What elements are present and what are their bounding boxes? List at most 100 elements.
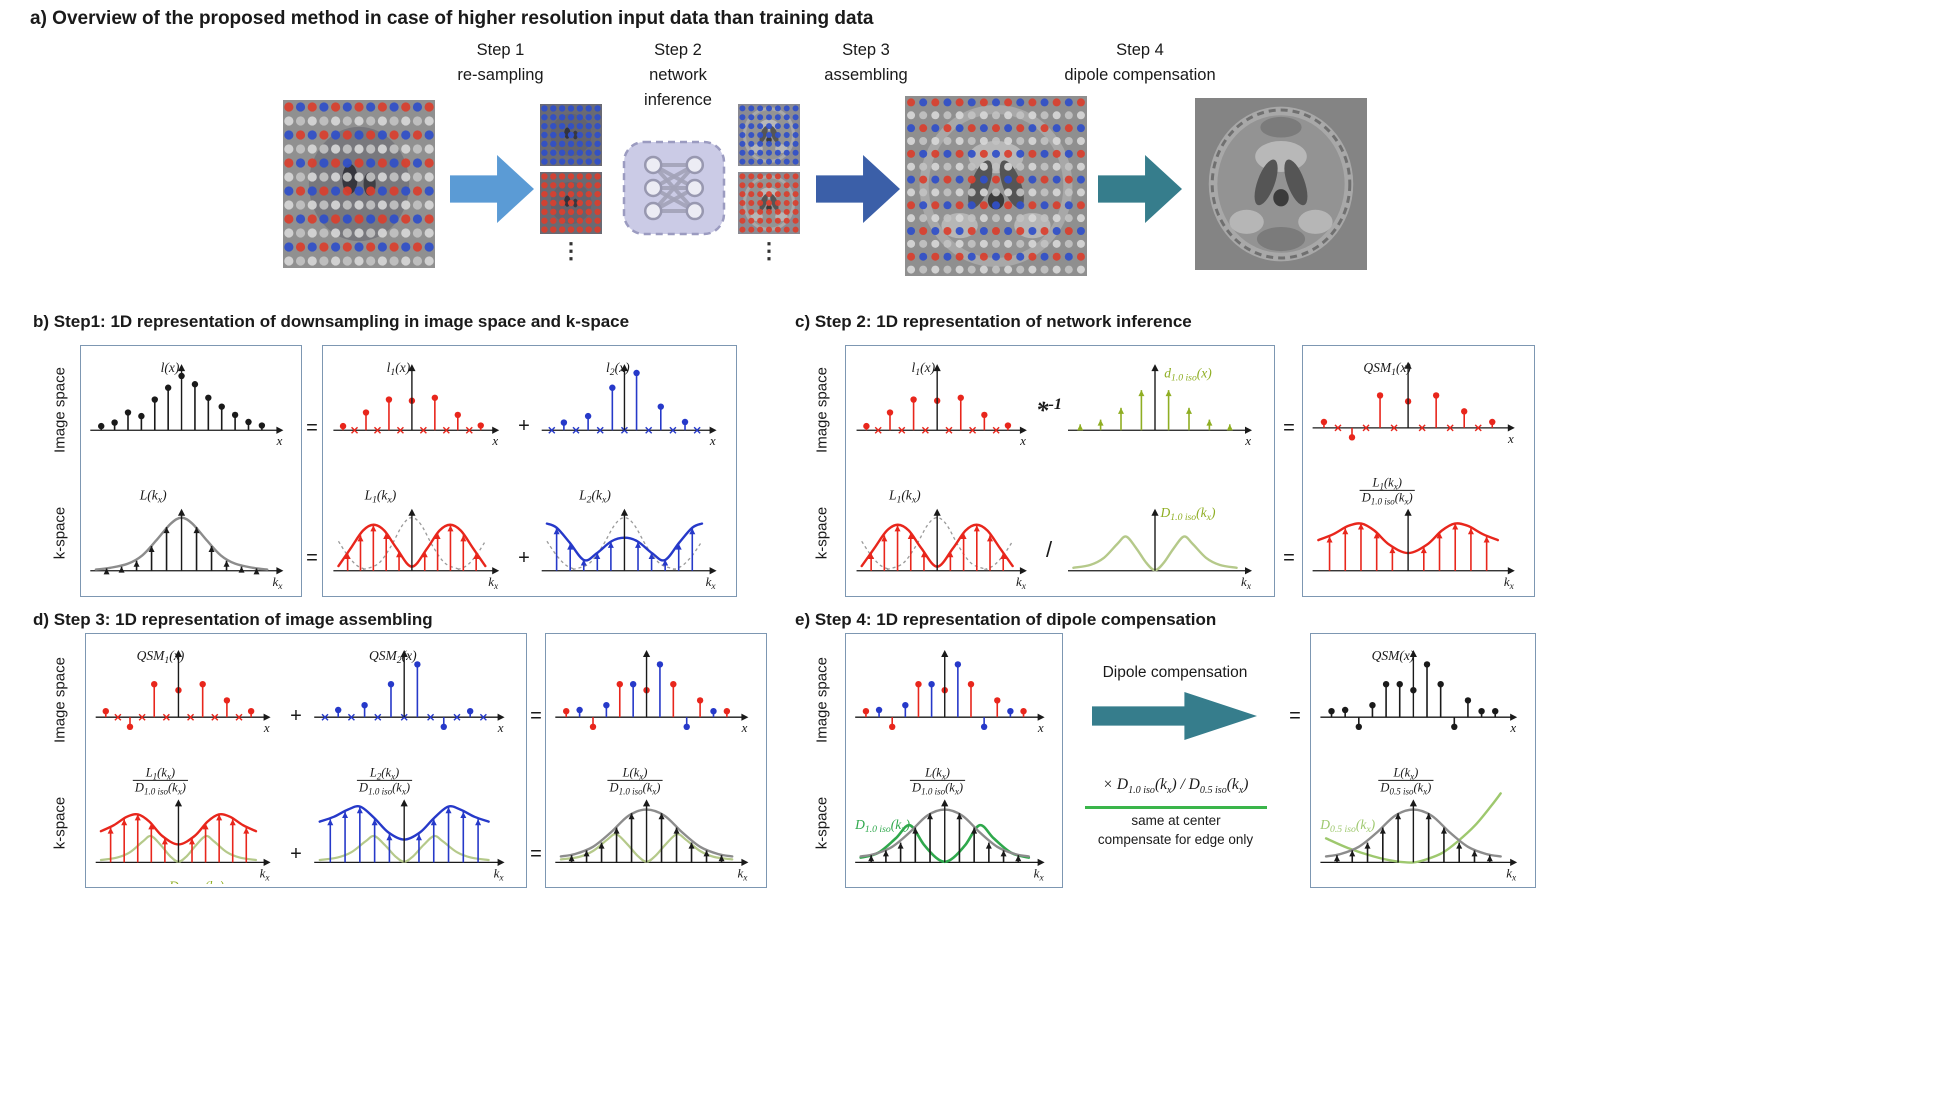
panel-b-left-box [80, 345, 302, 597]
d-equals-bottom: = [530, 843, 542, 865]
b-plus-bottom: + [518, 547, 530, 569]
dipole-compensation-arrow [1092, 692, 1257, 740]
step2-label: Step 2 network inference [608, 38, 748, 113]
panel-e-left-box [845, 633, 1063, 888]
panel-e-kspace-label: k-space [813, 796, 831, 850]
patch-output-red-image [738, 172, 800, 234]
panel-b-image-space-label: Image space [51, 367, 69, 453]
svg-text:D1.0 iso(kx): D1.0 iso(kx) [358, 780, 410, 796]
svg-text:D1.0 iso(kx): D1.0 iso(kx) [854, 817, 910, 835]
panel-d-title: d) Step 3: 1D representation of image as… [33, 610, 433, 629]
panel-d-left-box [85, 633, 527, 888]
ellipsis-right: ⋮ [758, 238, 780, 263]
svg-text:x: x [497, 720, 504, 735]
arrow-step3-assembling [816, 155, 900, 223]
svg-text:D1.0 iso(kx): D1.0 iso(kx) [168, 878, 224, 884]
svg-text:L2(kx): L2(kx) [369, 765, 399, 781]
svg-text:D0.5 iso(kx): D0.5 iso(kx) [1379, 780, 1431, 796]
patch-red-image [540, 172, 602, 234]
svg-text:x: x [709, 433, 716, 448]
svg-text:L1(kx): L1(kx) [1372, 475, 1402, 491]
step1-line2: re-sampling [457, 66, 544, 84]
panel-c-title: c) Step 2: 1D representation of network … [795, 312, 1192, 331]
plot-L-kspace: kx L(kx) [86, 474, 296, 592]
plot-qsm2-image-space: x QSM2(x) [310, 638, 517, 758]
svg-text:QSM(x): QSM(x) [1372, 648, 1415, 663]
dipole-compensation-label: Dipole compensation [1102, 664, 1248, 681]
plot-L1-over-D-kspace: kx L1(kx)D1.0 iso(kx) [1308, 474, 1528, 592]
panel-a-title: a) Overview of the proposed method in ca… [30, 8, 874, 29]
plot-qsm1-image-space: x QSM1(x) [1308, 350, 1528, 468]
svg-text:kx: kx [1034, 865, 1045, 883]
svg-text:kx: kx [272, 574, 283, 592]
panel-c-left-box [845, 345, 1275, 597]
panel-d-kspace-label: k-space [51, 796, 69, 850]
note-same-at-center: same at center [1131, 813, 1221, 828]
svg-text:D1.0 iso(kx): D1.0 iso(kx) [911, 780, 963, 796]
division-operator: / [1045, 537, 1053, 562]
svg-text:D1.0 iso(kx): D1.0 iso(kx) [609, 780, 661, 796]
svg-text:L2(kx): L2(kx) [578, 487, 611, 505]
panel-b-right-box [322, 345, 737, 597]
svg-text:x: x [741, 720, 748, 735]
svg-text:kx: kx [494, 865, 505, 883]
panel-c-right-box [1302, 345, 1535, 597]
svg-text:L1(kx): L1(kx) [145, 765, 175, 781]
arrow-step1-resampling [450, 155, 534, 223]
b-equals-top: = [306, 417, 318, 439]
svg-text:d1.0 iso(x): d1.0 iso(x) [1164, 366, 1212, 384]
svg-text:D1.0 iso(kx): D1.0 iso(kx) [1361, 490, 1413, 506]
svg-text:L(kx): L(kx) [924, 765, 950, 781]
deconvolution-operator: *-1 [1036, 395, 1063, 425]
b-equals-bottom: = [306, 547, 318, 569]
patch-blue-image [540, 104, 602, 166]
svg-text:kx: kx [260, 865, 271, 883]
d-equals-top: = [530, 705, 542, 727]
svg-text:L(kx): L(kx) [139, 487, 167, 505]
svg-text:x: x [276, 433, 283, 448]
d-plus-bottom: + [290, 843, 302, 865]
svg-text:x: x [1019, 433, 1026, 448]
svg-text:kx: kx [737, 865, 748, 883]
panel-c-image-space-label: Image space [813, 367, 831, 453]
input-grid-image [283, 100, 435, 268]
assembled-grid-image [905, 96, 1087, 276]
panel-c-kspace-label: k-space [813, 506, 831, 560]
svg-text:kx: kx [1506, 865, 1517, 883]
panel-d-image-space-label: Image space [51, 657, 69, 743]
svg-text:l1(x): l1(x) [387, 360, 411, 378]
svg-text:QSM2(x): QSM2(x) [369, 648, 417, 666]
svg-text:L1(kx): L1(kx) [364, 487, 397, 505]
b-plus-top: + [518, 415, 530, 437]
svg-text:QSM1(x): QSM1(x) [137, 648, 185, 666]
ellipsis-left: ⋮ [560, 238, 582, 263]
step4-line1: Step 4 [1116, 41, 1164, 59]
step2-line1: Step 2 [654, 41, 702, 59]
svg-text:kx: kx [1504, 574, 1515, 592]
plot-qsm-sum-image-space: x [551, 638, 761, 758]
d-plus-top: + [290, 705, 302, 727]
compensation-formula: × D1.0 iso(kx) / D0.5 iso(kx) [1102, 776, 1249, 797]
step1-label: Step 1 re-sampling [428, 38, 573, 88]
svg-text:QSM1(x): QSM1(x) [1363, 360, 1411, 378]
step4-line2: dipole compensation [1064, 66, 1216, 84]
step2-line3: inference [644, 91, 712, 109]
svg-text:D0.5 iso(kx): D0.5 iso(kx) [1319, 817, 1375, 835]
svg-text:x: x [1507, 431, 1514, 446]
svg-text:x: x [1037, 720, 1044, 735]
panel-d-right-box [545, 633, 767, 888]
